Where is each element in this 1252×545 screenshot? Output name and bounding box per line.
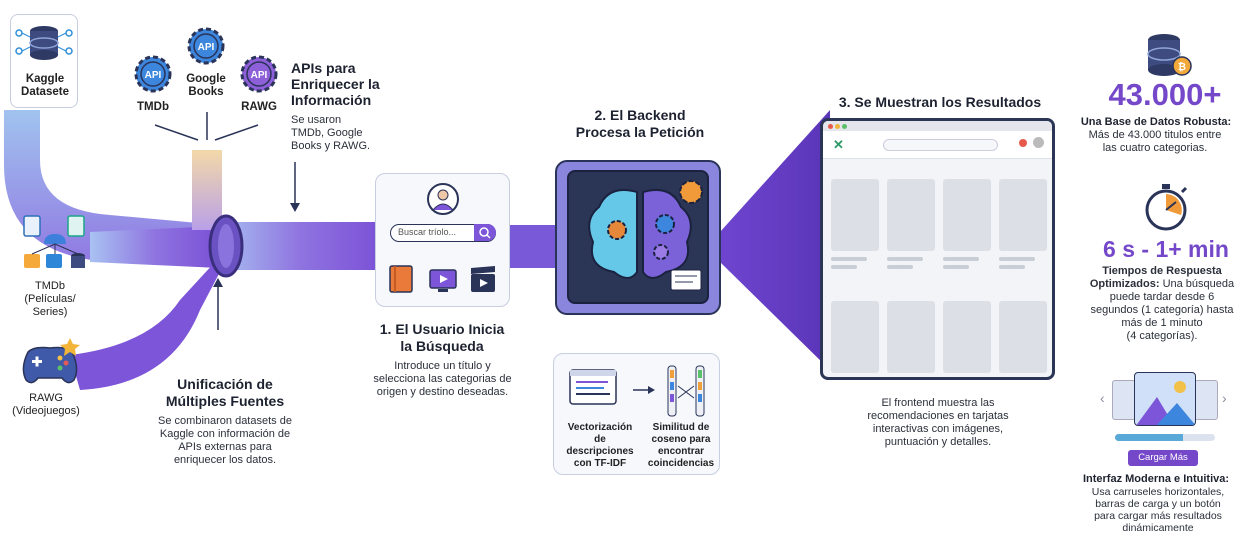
processing-card: Vectorización de descripciones con TF-ID… <box>553 353 720 475</box>
results-funnel <box>720 110 830 370</box>
rawg-pipe <box>70 262 222 390</box>
profile-icon[interactable] <box>1033 137 1044 148</box>
apis-title: APIs para Enriquecer la Información <box>291 60 380 108</box>
step2-title: 2. El Backend Procesa la Petición <box>575 107 705 140</box>
search-input[interactable]: Buscar tríolo... <box>390 224 496 242</box>
cosine-label: Similitud de coseno para encontrar coinc… <box>647 422 715 469</box>
brain-icon <box>588 180 703 291</box>
chip-screen <box>567 170 709 304</box>
tmdb-pipe <box>90 226 220 268</box>
rawg-label: RAWG (Videojuegos) <box>12 392 80 417</box>
ui-title: Interfaz Moderna e Intuitiva: <box>1082 473 1230 485</box>
result-card[interactable] <box>999 301 1047 373</box>
time-title: Tiempos de Respuesta Optimizados: <box>1089 265 1222 290</box>
svg-text:API: API <box>145 70 162 81</box>
step1-desc: Introduce un título y selecciona las cat… <box>373 360 512 398</box>
search-placeholder: Buscar tríolo... <box>398 227 457 237</box>
result-card[interactable] <box>831 179 879 251</box>
window-toolbar: ✕ <box>823 131 1052 159</box>
unification-desc: Se combinaron datasets de Kaggle con inf… <box>158 415 292 466</box>
result-card[interactable] <box>999 179 1047 251</box>
api-gear-icon: API <box>187 27 225 65</box>
unification-title: Unificación de Múltiples Fuentes <box>165 376 285 409</box>
db-desc: Más de 43.000 titulos entre las cuatro c… <box>1088 129 1222 154</box>
api-google-label: Google Books <box>186 73 226 98</box>
notification-icon[interactable] <box>1019 139 1027 147</box>
result-card[interactable] <box>887 301 935 373</box>
result-card[interactable] <box>943 179 991 251</box>
kaggle-label: Kaggle Datasete <box>21 73 69 98</box>
api-tmdb: API TMDb <box>128 52 178 114</box>
ui-desc: Usa carruseles horizontales, barras de c… <box>1091 486 1225 534</box>
chevron-right-icon[interactable]: › <box>1222 390 1227 406</box>
api-rawg-label: RAWG <box>241 101 277 113</box>
apis-desc: Se usaron TMDb, Google Books y RAWG. <box>291 114 371 152</box>
carousel-image <box>1134 372 1196 426</box>
tfidf-doc-icon <box>569 369 617 405</box>
db-count: 43.000+ <box>1108 77 1222 112</box>
logo-icon: ✕ <box>833 137 844 152</box>
database-bitcoin-icon: ₿ <box>1147 34 1192 76</box>
result-card[interactable] <box>943 301 991 373</box>
load-more-button[interactable]: Cargar Más <box>1128 450 1198 466</box>
loading-bar <box>1115 434 1215 441</box>
api-tmdb-label: TMDb <box>137 101 169 113</box>
api-gear-icon: API <box>134 55 172 93</box>
chevron-left-icon[interactable]: ‹ <box>1100 390 1105 406</box>
results-grid <box>823 161 1052 377</box>
carousel-illustration: ‹ › <box>1100 370 1230 430</box>
api-rawg: API RAWG <box>234 52 284 114</box>
api-google: API Google Books <box>180 24 232 99</box>
search-card: Buscar tríolo... <box>375 173 510 307</box>
search-icon[interactable] <box>474 224 496 241</box>
step3-title: 3. Se Muestran los Resultados <box>838 94 1042 110</box>
results-search-input[interactable] <box>883 139 998 151</box>
user-avatar-icon <box>427 183 459 215</box>
api-gear-icon: API <box>240 55 278 93</box>
similarity-icon <box>667 365 705 417</box>
tfidf-label: Vectorización de descripciones con TF-ID… <box>566 422 634 469</box>
result-card[interactable] <box>831 301 879 373</box>
results-window: ✕ <box>820 118 1055 380</box>
svg-text:API: API <box>251 70 268 81</box>
tmdb-source-icon <box>23 215 85 268</box>
svg-text:API: API <box>198 42 215 53</box>
kaggle-source: Kaggle Datasete <box>10 14 78 108</box>
svg-text:₿: ₿ <box>1178 61 1186 73</box>
gamepad-icon <box>22 338 80 384</box>
step1-title: 1. El Usuario Inicia la Búsqueda <box>379 321 505 354</box>
tmdb-label: TMDb (Películas/ Series) <box>24 280 76 318</box>
window-titlebar <box>823 121 1052 131</box>
video-icon <box>429 269 457 292</box>
arrow-icon <box>633 386 655 394</box>
step3-desc: El frontend muestra las recomendaciones … <box>867 397 1009 448</box>
api-pipe <box>192 150 222 230</box>
time-range: 6 s - 1+ min <box>1103 236 1229 262</box>
main-pipe <box>215 222 385 270</box>
clapperboard-icon <box>471 266 495 292</box>
db-title: Una Base de Datos Robusta: <box>1080 116 1232 128</box>
time-text: Tiempos de Respuesta Optimizados: Una bú… <box>1072 265 1252 343</box>
time-desc: Una búsqueda puede tardar desde 6 segund… <box>1090 278 1235 342</box>
database-icon <box>15 26 73 60</box>
result-card[interactable] <box>887 179 935 251</box>
book-icon <box>389 265 413 293</box>
backend-chip <box>555 160 721 315</box>
stopwatch-icon <box>1145 184 1188 231</box>
